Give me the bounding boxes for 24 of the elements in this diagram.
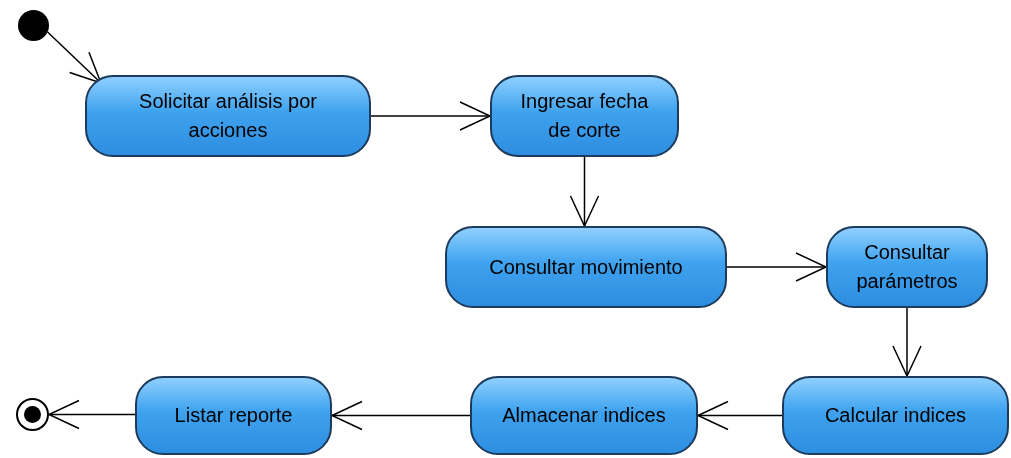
arrow [697, 400, 783, 431]
action-label: Consultar movimiento [489, 254, 683, 280]
action-box [445, 226, 727, 308]
final-node [16, 398, 49, 431]
action-box [826, 226, 988, 308]
arrow [569, 156, 600, 227]
action-box [782, 376, 1009, 455]
action-box [470, 376, 698, 455]
action-label: Listar reporte [174, 403, 293, 428]
action-box [135, 376, 332, 455]
arrow [331, 400, 471, 431]
arrow [48, 399, 136, 430]
action-label: Calcular indices [824, 403, 967, 428]
arrow [726, 252, 827, 282]
arrow [892, 307, 922, 377]
action-label: Ingresar fecha de corte [519, 89, 650, 143]
arrow [46, 31, 102, 84]
action-box [85, 75, 371, 157]
initial-node [18, 10, 49, 41]
action-label: Solicitar análisis por acciones [138, 89, 318, 143]
action-box [490, 75, 679, 157]
action-label: Almacenar indices [502, 403, 666, 428]
arrow [370, 101, 491, 131]
action-label: Consultar parámetros [855, 240, 959, 294]
